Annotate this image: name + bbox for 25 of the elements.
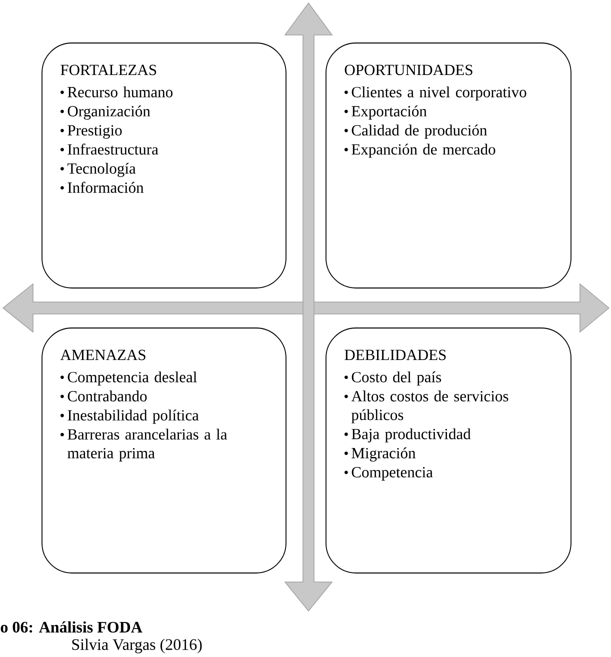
source-note: Silvia Vargas (2016) — [72, 638, 202, 654]
list-item: Migración — [352, 447, 416, 462]
list-item: Tecnología — [67, 162, 136, 177]
list-item: Clientes a nivel corporativo — [352, 86, 526, 100]
list-item: Organización — [68, 106, 150, 120]
list-item: Infraestructura — [68, 144, 158, 155]
list-item: Barreras arancelarias a la materia prima — [68, 428, 228, 462]
list-item: Contrabando — [68, 390, 147, 402]
list-item: Recurso humano — [68, 86, 172, 98]
heading: AMENAZAS — [60, 350, 146, 360]
list-item: Calidad de produción — [352, 124, 487, 139]
list-item: Exportación — [352, 106, 427, 120]
caption: o 06: Análisis FODA — [0, 621, 142, 633]
heading: OPORTUNIDADES — [344, 64, 472, 76]
list-item: Prestigio — [68, 125, 122, 139]
list-item: Competencia desleal — [68, 371, 197, 386]
list-item: Competencia — [352, 467, 433, 481]
list-item: Altos costos de servicios públicos — [351, 390, 508, 424]
list-item: Costo del país — [352, 371, 442, 386]
list-item: Baja productividad — [352, 428, 471, 442]
heading: DEBILIDADES — [344, 350, 446, 360]
heading: FORTALEZAS — [60, 64, 156, 76]
list-item: Información — [68, 182, 144, 193]
list-item: Inestabilidad política — [68, 410, 199, 424]
list-item: Expanción de mercado — [352, 144, 496, 158]
